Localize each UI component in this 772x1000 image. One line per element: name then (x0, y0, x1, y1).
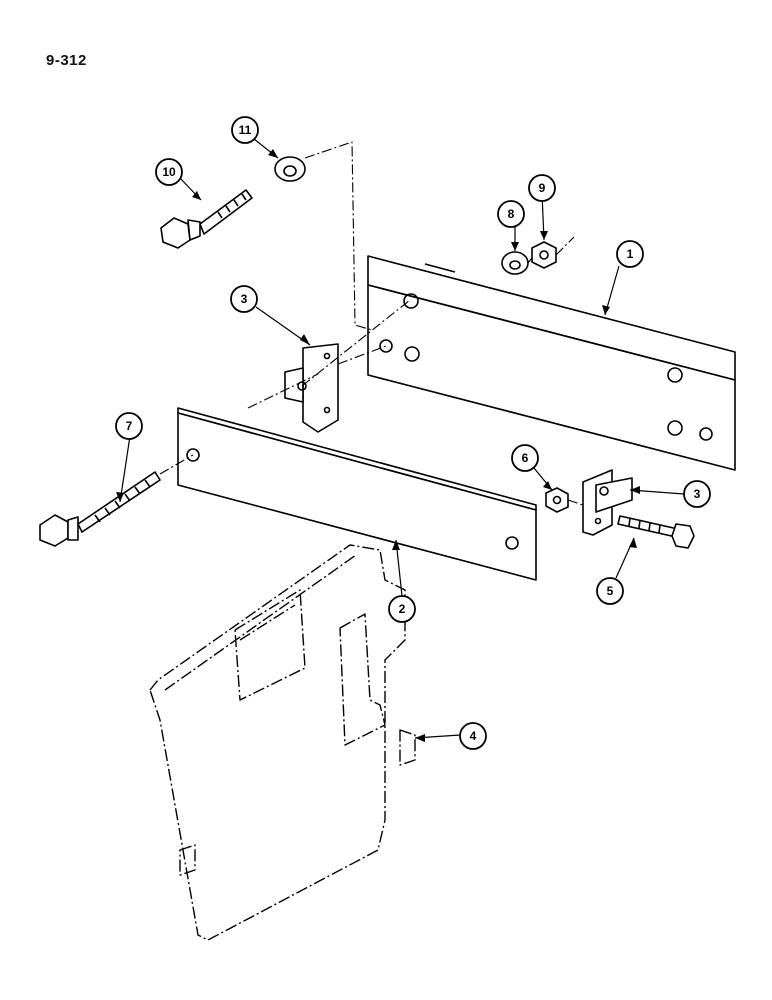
upper-bolt (160, 189, 253, 249)
callout-10: 10 (155, 158, 183, 186)
nut-6 (545, 487, 569, 513)
callout-8: 8 (497, 200, 525, 228)
nut-9 (531, 241, 557, 269)
svg-text:1: 1 (627, 247, 634, 261)
callout-6: 6 (511, 444, 539, 472)
callout-7: 7 (115, 412, 143, 440)
svg-text:11: 11 (239, 123, 252, 137)
washer-11 (274, 156, 306, 182)
front-weight (149, 544, 416, 941)
svg-text:10: 10 (162, 165, 176, 179)
callout-5: 5 (596, 577, 624, 605)
callout-1: 1 (616, 240, 644, 268)
svg-text:6: 6 (522, 451, 529, 465)
right-bracket (582, 469, 633, 536)
left-bracket (284, 343, 339, 433)
callout-11: 11 (231, 116, 259, 144)
svg-text:9: 9 (539, 181, 546, 195)
upper-plate (367, 255, 736, 471)
svg-text:4: 4 (470, 729, 477, 743)
svg-text:8: 8 (508, 207, 515, 221)
callout-9: 9 (528, 174, 556, 202)
callout-3-left: 3 (230, 285, 258, 313)
callout-markers: 1 2 3 3 4 5 6 7 (115, 116, 711, 750)
leader-lines (159, 141, 584, 506)
callout-4: 4 (459, 722, 487, 750)
lock-washer (501, 251, 529, 275)
short-bolt (617, 515, 695, 549)
lower-plate (177, 407, 537, 581)
svg-text:3: 3 (694, 487, 701, 501)
svg-text:2: 2 (399, 602, 406, 616)
svg-text:3: 3 (241, 292, 248, 306)
page-number: 9-312 (46, 52, 87, 69)
svg-text:5: 5 (607, 584, 614, 598)
callout-2: 2 (388, 595, 416, 623)
callout-3-right: 3 (683, 480, 711, 508)
svg-text:7: 7 (126, 419, 133, 433)
long-bolt (39, 471, 161, 547)
